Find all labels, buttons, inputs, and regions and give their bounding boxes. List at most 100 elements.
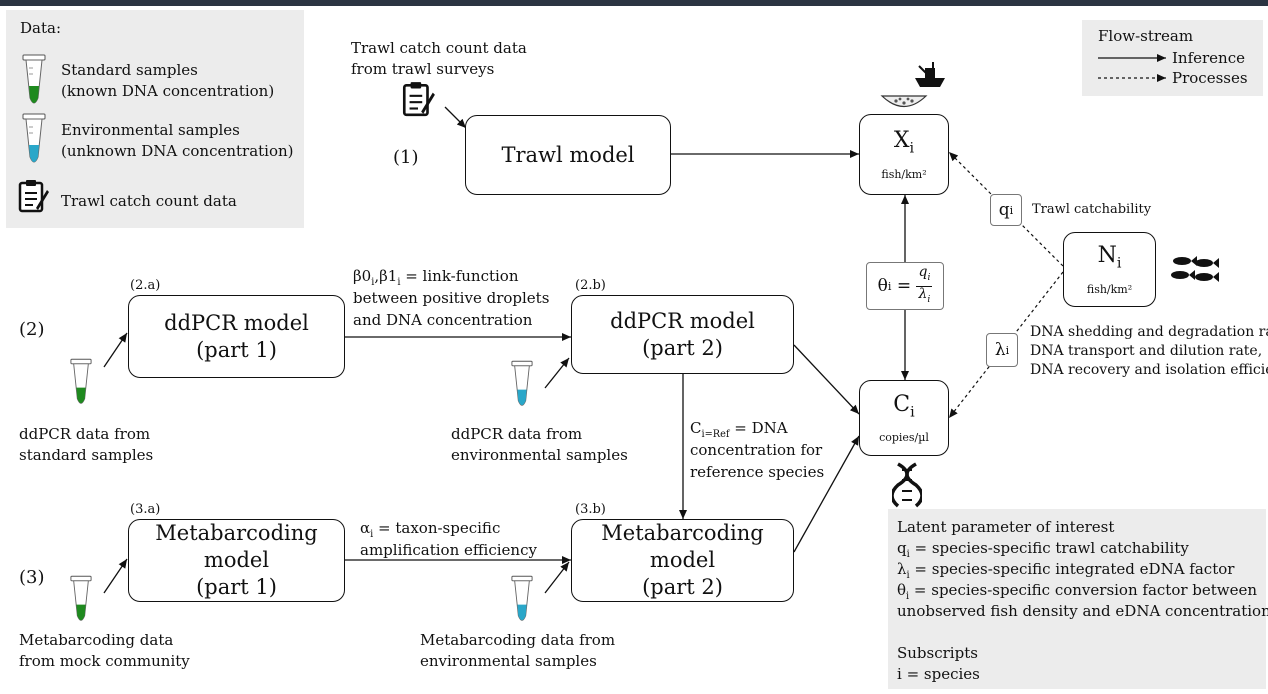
standard-sample-tube-icon <box>70 575 92 621</box>
beta-edge-text: = link-function <box>400 267 519 285</box>
c-node-subscript: i <box>910 404 915 421</box>
meta1-part: (part 1) <box>196 575 277 599</box>
fishing-boat-icon <box>915 62 945 87</box>
trawl-source-desc: from trawl surveys <box>351 60 495 78</box>
environmental-sample-tube-icon <box>22 113 46 163</box>
ddpcr-env-source-label: ddPCR data from <box>451 425 583 443</box>
latent-q-text: = species-specific trawl catchability <box>909 539 1189 557</box>
beta-edge-label: β0i,β1i = link-function <box>353 267 519 288</box>
cref-edge-desc2: concentration for <box>690 441 823 459</box>
ddpcr-model-part1-box: ddPCR model (part 1) <box>128 295 345 378</box>
ddpcr-model-part2-box: ddPCR model (part 2) <box>571 295 794 374</box>
ddpcr-std-source-label: ddPCR data from <box>19 425 151 443</box>
tag-2a: (2.a) <box>130 278 161 293</box>
ddpcr1-title: ddPCR model <box>164 310 309 335</box>
environmental-sample-tube-icon <box>511 360 533 406</box>
n-node-symbol: N <box>1097 243 1117 269</box>
ddpcr-env-source-desc: environmental samples <box>451 446 628 464</box>
ddpcr1-part: (part 1) <box>196 337 277 362</box>
meta-env-source-label: Metabarcoding data from <box>420 631 616 649</box>
latent-lambda-text: = species-specific integrated eDNA facto… <box>909 560 1235 578</box>
cref-edge-label: Ci=Ref = DNA <box>690 419 788 440</box>
beta-edge-desc3: and DNA concentration <box>353 311 533 329</box>
subscript-i-def: i = species <box>897 665 980 683</box>
x-node-unit: fish/km² <box>881 167 927 181</box>
data-legend-title: Data: <box>20 19 61 37</box>
tag-3a: (3.a) <box>130 502 161 517</box>
trawl-model-label: Trawl model <box>501 142 635 167</box>
alpha-edge-desc2: amplification efficiency <box>360 541 537 559</box>
clipboard-icon <box>18 180 49 213</box>
flow-legend-title: Flow-stream <box>1098 27 1194 45</box>
beta-edge-desc2: between positive droplets <box>353 289 550 307</box>
meta-mock-source-desc: from mock community <box>19 652 190 670</box>
environmental-sample-tube-icon <box>511 575 533 621</box>
lambda-desc-1: DNA shedding and degradation rate, <box>1030 324 1268 340</box>
meta2-title: Metabarcoding model <box>601 521 764 572</box>
standard-samples-label: Standard samples <box>61 61 198 79</box>
row-1-label: (1) <box>393 147 419 168</box>
n-node-unit: fish/km² <box>1086 282 1133 296</box>
latent-lambda-def: λi = species-specific integrated eDNA fa… <box>897 560 1235 581</box>
c-node-unit: copies/µl <box>879 431 929 445</box>
lambda-desc-3: DNA recovery and isolation efficiency <box>1030 362 1268 378</box>
n-node-fish-abundance: Ni fish/km² <box>1063 232 1156 307</box>
ddpcr-std-source-desc: standard samples <box>19 446 154 464</box>
row-3-label: (3) <box>19 567 45 588</box>
trawl-source-label: Trawl catch count data <box>351 39 527 57</box>
lambda-desc-2: DNA transport and dilution rate, <box>1030 343 1263 359</box>
meta-env-source-desc: environmental samples <box>420 652 597 670</box>
meta-mock-source-label: Metabarcoding data <box>19 631 174 649</box>
ddpcr2-part: (part 2) <box>642 335 723 360</box>
row-2-label: (2) <box>19 319 45 340</box>
inference-legend-label: Inference <box>1172 49 1246 67</box>
clipboard-icon <box>402 82 435 117</box>
latent-theta-desc: unobserved fish density and eDNA concent… <box>897 602 1268 620</box>
x-node-symbol: X <box>893 128 910 154</box>
c-node-symbol: C <box>893 391 911 417</box>
alpha-edge-text: = taxon-specific <box>373 519 501 537</box>
arrow-clipboard-to-trawl <box>444 106 467 129</box>
latent-q-def: qi = species-specific trawl catchability <box>897 539 1189 560</box>
standard-sample-tube-icon <box>70 358 92 404</box>
tag-3b: (3.b) <box>575 502 606 517</box>
meta2-part: (part 2) <box>642 575 723 599</box>
standard-sample-tube-icon <box>22 54 46 104</box>
processes-legend-label: Processes <box>1172 69 1248 87</box>
trawl-model-box: Trawl model <box>465 115 671 195</box>
q-description: Trawl catchability <box>1032 202 1152 217</box>
metabarcoding-model-part1-box: Metabarcoding model (part 1) <box>128 519 345 602</box>
arrow-ddpcr2-to-c <box>793 344 860 415</box>
environmental-samples-label: Environmental samples <box>61 121 240 139</box>
latent-theta-def: θi = species-specific conversion factor … <box>897 581 1258 602</box>
trawl-net-icon <box>880 95 928 108</box>
tag-2b: (2.b) <box>575 278 606 293</box>
c-node-dna-concentration: Ci copies/µl <box>859 380 949 456</box>
dna-helix-icon <box>892 462 922 508</box>
x-node-subscript: i <box>909 140 915 157</box>
arrow-tube-std1 <box>103 332 128 368</box>
arrow-tube-env2 <box>544 357 570 389</box>
metabarcoding-model-part2-box: Metabarcoding model (part 2) <box>571 519 794 602</box>
alpha-edge-label: αi = taxon-specific <box>360 519 501 540</box>
latent-theta-text: = species-specific conversion factor bet… <box>909 581 1258 599</box>
arrow-tube-env3 <box>544 561 570 594</box>
arrow-tube-std3 <box>103 558 128 594</box>
standard-samples-desc: (known DNA concentration) <box>61 82 275 100</box>
x-node-fish-density: Xi fish/km² <box>859 114 949 195</box>
cref-edge-text: = DNA <box>729 419 788 437</box>
n-node-subscript: i <box>1116 255 1122 272</box>
environmental-samples-desc: (unknown DNA concentration) <box>61 142 294 160</box>
meta1-title: Metabarcoding model <box>155 521 318 572</box>
subscripts-title: Subscripts <box>897 644 978 662</box>
top-bar <box>0 0 1268 6</box>
data-legend-panel <box>6 10 304 228</box>
latent-parameter-panel <box>888 509 1266 689</box>
ddpcr2-title: ddPCR model <box>610 308 755 333</box>
trawl-catch-legend-label: Trawl catch count data <box>61 192 237 210</box>
cref-edge-desc3: reference species <box>690 463 825 481</box>
latent-title: Latent parameter of interest <box>897 518 1115 536</box>
